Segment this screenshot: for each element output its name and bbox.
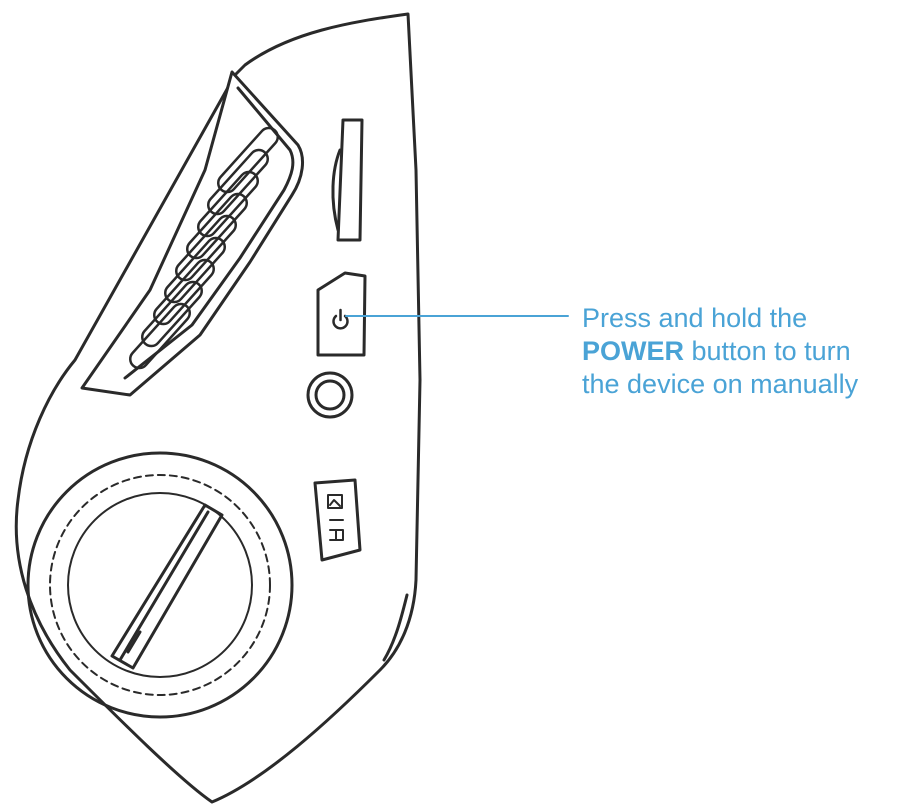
mount-lever <box>110 503 224 670</box>
memory-card-icon <box>327 494 344 541</box>
callout-line-3: the device on manually <box>582 369 859 399</box>
power-callout-text: Press and hold the POWER button to turn … <box>582 302 894 401</box>
side-bump <box>382 593 409 662</box>
power-icon <box>332 308 349 330</box>
memory-card-slot <box>331 118 364 242</box>
callout-line-2-rest: button to turn <box>684 336 851 366</box>
vent-panel <box>80 70 305 397</box>
vent-slots <box>129 126 279 370</box>
callout-line-2: POWER button to turn <box>582 335 894 368</box>
power-button <box>316 271 367 357</box>
device-body-outline <box>14 12 422 804</box>
callout-line-1: Press and hold the <box>582 303 808 333</box>
power-label: POWER <box>582 336 685 366</box>
memory-card-button <box>313 478 362 562</box>
round-port <box>306 371 354 419</box>
rotary-mount-disk <box>26 451 294 719</box>
